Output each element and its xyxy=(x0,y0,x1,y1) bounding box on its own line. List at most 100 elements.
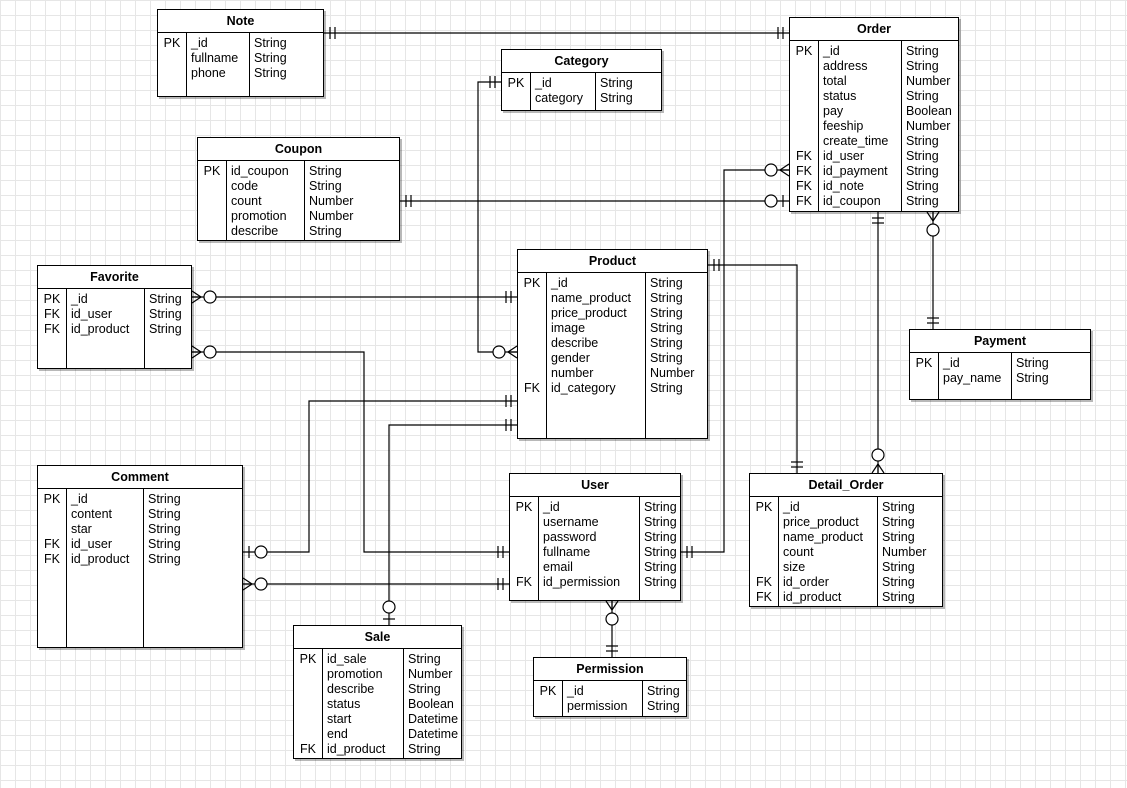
field-type: String xyxy=(644,560,677,574)
crow-foot xyxy=(932,211,940,222)
field-type: String xyxy=(148,522,181,536)
field-name: id_user xyxy=(823,149,864,163)
field-type: String xyxy=(906,179,939,193)
field-name: password xyxy=(543,530,597,544)
field-name: describe xyxy=(231,224,279,238)
key-marker xyxy=(198,179,226,194)
field-type: String xyxy=(650,321,683,335)
field-type: String xyxy=(650,351,683,365)
field-type: String xyxy=(149,322,182,336)
key-marker xyxy=(294,682,322,697)
crow-foot xyxy=(242,577,253,585)
key-marker: PK xyxy=(163,36,181,50)
field-name: content xyxy=(71,507,113,521)
field-type: String xyxy=(906,59,939,73)
key-marker xyxy=(38,522,66,537)
field-type: String xyxy=(906,164,939,178)
field-type: String xyxy=(644,515,677,529)
field-name: _id xyxy=(71,292,88,306)
field-name: id_coupon xyxy=(823,194,881,208)
field-type: String xyxy=(906,149,939,163)
field-name: gender xyxy=(551,351,590,365)
entity-title: Detail_Order xyxy=(750,474,942,497)
optional-circle xyxy=(605,612,619,626)
field-type: String xyxy=(882,575,915,589)
crow-foot xyxy=(611,600,619,611)
key-marker-column: PK xyxy=(158,33,186,96)
field-name: pay xyxy=(823,104,844,118)
field-name: _id xyxy=(551,276,568,290)
key-marker xyxy=(198,209,226,224)
field-type: Datetime xyxy=(408,712,459,726)
key-marker xyxy=(750,515,778,530)
field-type: String xyxy=(309,224,342,238)
entity-title: Permission xyxy=(534,658,686,681)
crow-foot xyxy=(191,351,202,359)
crow-foot xyxy=(191,296,202,304)
key-marker xyxy=(750,530,778,545)
field-type: Number xyxy=(882,545,927,559)
key-marker xyxy=(294,667,322,682)
relationship-category-product xyxy=(477,81,517,353)
key-marker: FK xyxy=(796,149,812,163)
key-marker xyxy=(750,560,778,575)
key-marker: FK xyxy=(796,179,812,193)
field-name: id_payment xyxy=(823,164,888,178)
field-type: String xyxy=(650,276,683,290)
key-marker xyxy=(790,74,818,89)
key-marker xyxy=(518,321,546,336)
key-marker: PK xyxy=(203,164,221,178)
field-type: String xyxy=(254,66,287,80)
field-type: String xyxy=(149,292,182,306)
field-name: create_time xyxy=(823,134,889,148)
crow-foot xyxy=(605,600,613,611)
crow-foot xyxy=(871,463,879,474)
field-type: String xyxy=(309,179,342,193)
key-marker xyxy=(502,91,530,106)
key-marker: PK xyxy=(523,276,541,290)
optional-circle xyxy=(492,345,506,359)
crow-foot xyxy=(507,351,518,359)
field-type: String xyxy=(309,164,342,178)
field-type: String xyxy=(1016,356,1049,370)
field-name: category xyxy=(535,91,583,105)
field-name: name_product xyxy=(783,530,863,544)
field-name: number xyxy=(551,366,594,380)
key-marker xyxy=(790,89,818,104)
key-marker xyxy=(158,66,186,81)
field-name: image xyxy=(551,321,586,335)
field-name: id_coupon xyxy=(231,164,289,178)
entity-title: Sale xyxy=(294,626,461,649)
field-name: status xyxy=(327,697,361,711)
field-type: Number xyxy=(309,194,354,208)
key-marker: FK xyxy=(756,590,772,604)
